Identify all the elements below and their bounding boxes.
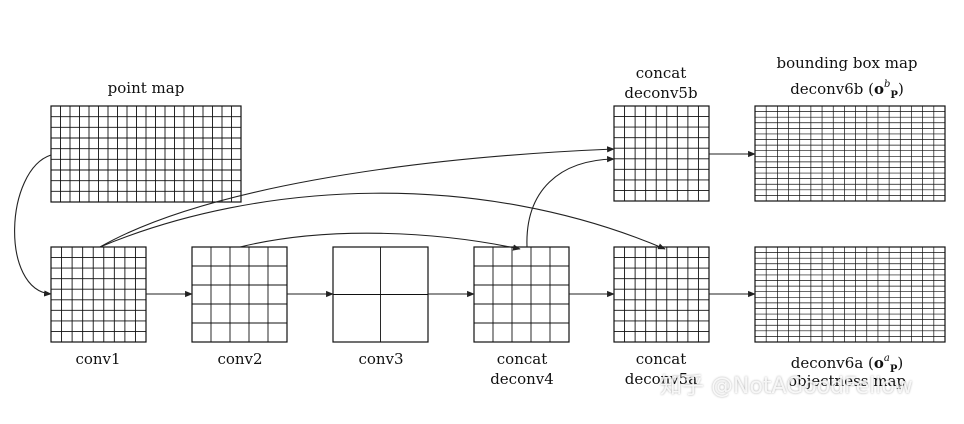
deconv6b-o-symbol: o xyxy=(874,80,885,98)
conv2-grid xyxy=(191,246,288,343)
edge-conv2-to-deconv4 xyxy=(239,232,521,251)
edge-point-map-to-conv1 xyxy=(14,154,52,297)
deconv5a-grid xyxy=(613,246,710,343)
deconv6b-label-line2: deconv6b (obP) xyxy=(752,75,942,106)
conv1-grid xyxy=(50,246,147,343)
deconv6a-grid xyxy=(754,246,946,343)
edge-deconv4-to-deconv5b xyxy=(526,156,615,248)
deconv5a-label-line1: concat xyxy=(635,350,687,368)
deconv4-label-line2: deconv4 xyxy=(490,370,554,388)
deconv6a-o-symbol: o xyxy=(873,354,884,372)
point-map-label: point map xyxy=(107,79,185,97)
deconv6a-sup: a xyxy=(883,353,890,364)
deconv5b-label-line2: deconv5b xyxy=(624,84,698,102)
edge-conv1-to-deconv5a xyxy=(99,192,666,250)
deconv6b-label-line1: bounding box map xyxy=(776,54,918,72)
deconv6b-label-suffix: ) xyxy=(897,80,904,98)
conv3-label: conv3 xyxy=(358,350,404,368)
deconv4-grid xyxy=(473,246,570,343)
deconv5b-label-line1: concat xyxy=(635,64,687,82)
conv2-label: conv2 xyxy=(217,350,263,368)
deconv6a-label-prefix: deconv6a ( xyxy=(790,354,874,372)
deconv4-label-line1: concat xyxy=(496,350,548,368)
conv3-grid xyxy=(332,246,429,343)
deconv6a-label-line1: deconv6a (oaP) xyxy=(752,349,942,380)
deconv5b-grid xyxy=(613,105,710,202)
watermark: 知乎 @NotAGoodFellow xyxy=(660,374,913,399)
deconv6b-sup: b xyxy=(884,79,891,90)
point-map-grid xyxy=(50,105,242,203)
deconv6b-label-prefix: deconv6b ( xyxy=(790,80,874,98)
deconv6b-sub: P xyxy=(890,90,898,101)
conv1-label: conv1 xyxy=(75,350,121,368)
deconv6a-label-line2: objectness map xyxy=(787,372,907,390)
deconv5a-label-line2: deconv5a xyxy=(624,370,698,388)
deconv6b-grid xyxy=(754,105,946,202)
edge-conv1-to-deconv5b xyxy=(99,146,615,248)
deconv6a-sub: P xyxy=(889,364,898,375)
deconv6a-label-suffix: ) xyxy=(897,354,904,372)
